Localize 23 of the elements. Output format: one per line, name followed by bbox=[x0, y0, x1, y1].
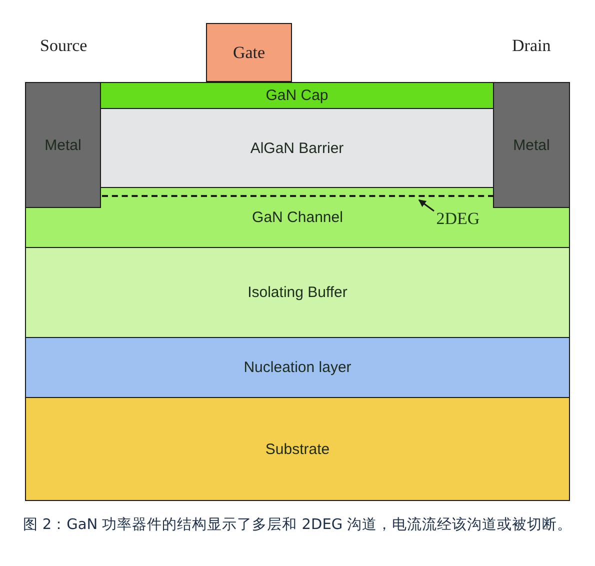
layer-label: Nucleation layer bbox=[244, 359, 352, 376]
substrate-layer bbox=[25, 397, 570, 501]
layer-label: Metal bbox=[44, 136, 82, 154]
barrier-layer bbox=[99, 108, 495, 188]
buffer-layer bbox=[25, 247, 570, 338]
terminal-label: Drain bbox=[512, 36, 551, 56]
layer-label: Metal bbox=[513, 136, 550, 154]
metal-contact bbox=[25, 82, 101, 208]
layer-label: AlGaN Barrier bbox=[250, 140, 344, 156]
layer-label: Isolating Buffer bbox=[248, 284, 348, 301]
channel-dashed-line bbox=[102, 195, 494, 199]
caption: 图 2：GaN 功率器件的结构显示了多层和 2DEG 沟道，电流流经该沟道或被切断。 bbox=[22, 516, 574, 535]
nucleation-layer bbox=[25, 337, 570, 398]
metal-contact bbox=[493, 82, 570, 208]
gate-contact bbox=[206, 23, 292, 82]
cap-layer bbox=[99, 82, 495, 109]
annotation-label: 2DEG bbox=[436, 209, 480, 229]
terminal-label: Source bbox=[40, 36, 88, 56]
layer-label: Substrate bbox=[265, 440, 330, 458]
layer-label: Gate bbox=[232, 42, 266, 62]
layer-label: GaN Cap bbox=[266, 87, 328, 104]
leader-arrow bbox=[418, 199, 434, 212]
layer-label: GaN Channel bbox=[252, 209, 343, 226]
